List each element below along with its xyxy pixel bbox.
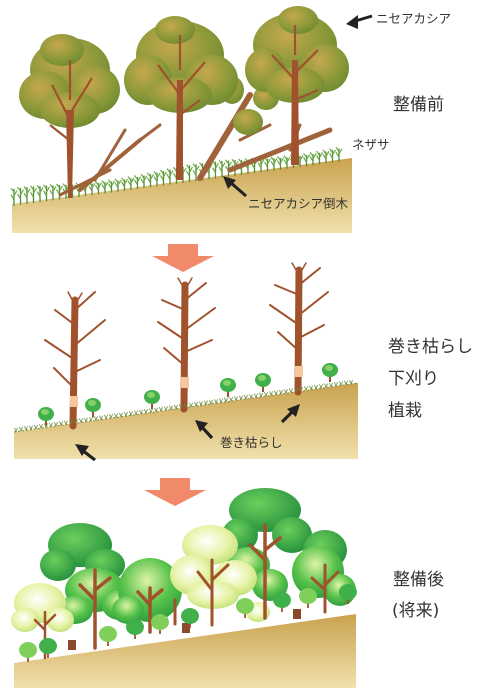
- stage2-title-line-3: 植栽: [388, 401, 422, 421]
- stage1-slope: [12, 158, 352, 233]
- ground-shrubs: [19, 584, 357, 662]
- stage3-title-line-1: 整備後: [393, 570, 444, 590]
- nisea-tree-3: [245, 6, 349, 165]
- girdle-band-1: [70, 396, 78, 407]
- fallen-trees: [58, 92, 333, 197]
- label-fallen-nisea: ニセアカシア倒木: [248, 196, 349, 211]
- stage2-slope: [14, 383, 358, 459]
- stage3-title-line-2: (将来): [392, 601, 440, 621]
- girdle-band-3: [295, 366, 303, 377]
- planted-seedlings: [14, 363, 353, 432]
- stage3-slope: [14, 614, 356, 688]
- stage2-title-line-1: 巻き枯らし: [388, 337, 473, 357]
- stage1-scene: [10, 6, 373, 233]
- girdle-band-2: [181, 377, 189, 388]
- stage2-scene: [13, 262, 359, 462]
- nisea-tree-1: [19, 34, 120, 198]
- down-arrow-2: [144, 478, 206, 506]
- stage1-title: 整備前: [393, 95, 444, 115]
- label-nezasa: ネザサ: [352, 137, 390, 152]
- future-forest: [11, 488, 356, 660]
- label-girdling: 巻き枯らし: [220, 435, 283, 450]
- stage2-title-line-2: 下刈り: [388, 369, 439, 389]
- arrow-to-fallen: [229, 180, 247, 198]
- stage3-scene: [11, 488, 357, 688]
- label-nisea-acacia: ニセアカシア: [376, 11, 452, 26]
- girdled-tree-2: [157, 277, 216, 413]
- down-arrow-1: [152, 244, 214, 272]
- nisea-tree-2: [124, 16, 238, 180]
